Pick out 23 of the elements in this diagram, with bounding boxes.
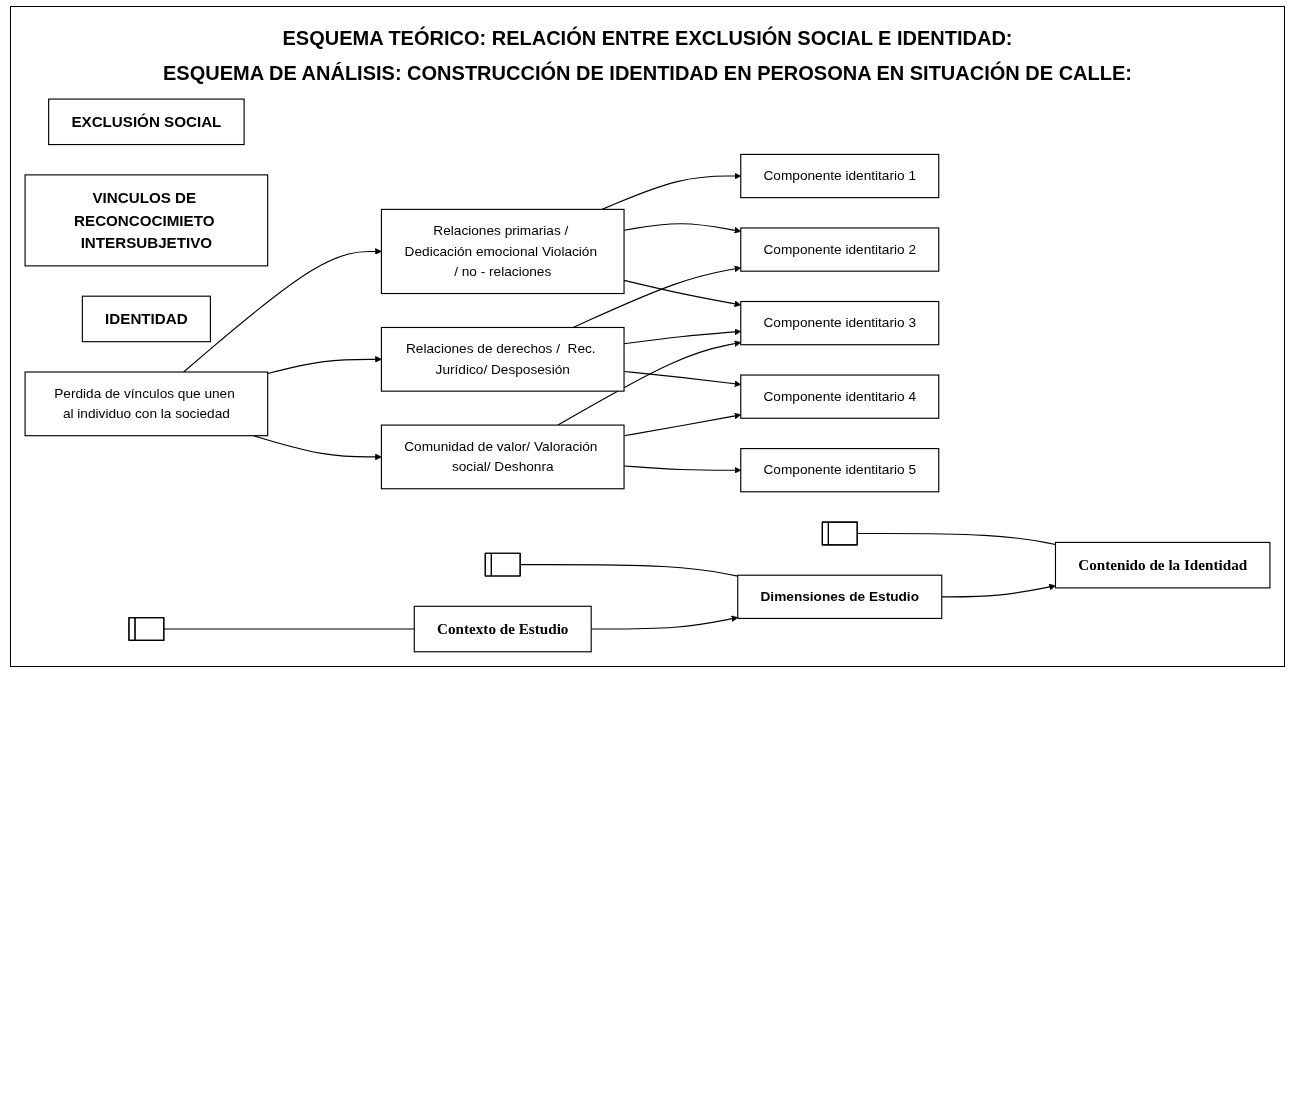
arrow [183, 248, 382, 373]
arrow [267, 355, 382, 375]
node-box: Perdida de vínculos que unen al individuo con la sociedad [24, 371, 269, 437]
node-box: IDENTIDAD [81, 295, 211, 343]
node-box: Componente identitario 5 [740, 448, 940, 493]
node-box: Componente identitario 3 [740, 300, 940, 346]
diagram-title: ESQUEMA TEÓRICO: RELACIÓN ENTRE EXCLUSIÓN SOCIAL E IDENTIDAD: [281, 27, 1014, 50]
node-box: Relaciones primarias / Dedicación emocional Violación / no - relaciones [380, 208, 625, 295]
node-box: Componente identitario 1 [740, 153, 940, 199]
section-heading: ESQUEMA DE ANÁLISIS: CONSTRUCCIÓN DE IDENTIDAD EN PEROSONA EN SITUACIÓN DE CALLE: [162, 62, 1133, 85]
node-box: Comunidad de valor/ Valoración social/ Deshonra [380, 424, 625, 490]
node-box: EXCLUSIÓN SOCIAL [48, 98, 245, 146]
node-box: Componente identitario 2 [740, 227, 940, 272]
node-box: Componente identitario 4 [740, 374, 940, 419]
node-box: Contexto de Estudio [413, 605, 592, 653]
node-box: Dimensiones de Estudio [737, 574, 943, 619]
node-box: Relaciones de derechos / Rec. Jurídico/ Desposesión [380, 326, 625, 392]
connector [163, 628, 415, 630]
arrow [557, 340, 742, 426]
node-box: Contenido de la Identidad [1054, 541, 1271, 589]
arrow [572, 265, 742, 329]
node-box: VINCULOS DE RECONCOCIMIETO INTERSUBJETIVO [24, 174, 269, 267]
arrow [941, 583, 1056, 598]
